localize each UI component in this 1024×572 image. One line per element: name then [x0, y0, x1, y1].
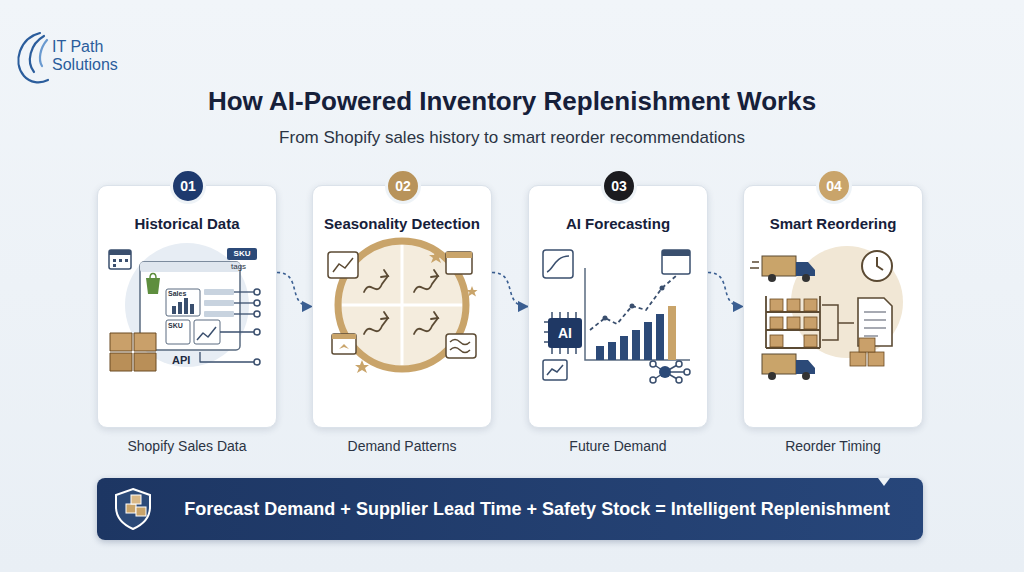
tag-label: SKU — [227, 248, 257, 260]
chip-label: AI — [548, 318, 582, 348]
seasonality-illustration — [328, 241, 478, 373]
step-card: Historical DataShopify Sales Data01 — [97, 185, 277, 428]
step-number: 02 — [395, 178, 411, 194]
step-badge: 01 — [170, 168, 206, 204]
shield-icon — [116, 489, 150, 529]
formula-text: Forecast Demand + Supplier Lead Time + S… — [97, 499, 923, 520]
reorder-illustration — [750, 246, 903, 380]
step-heading: Smart Reordering — [744, 215, 922, 232]
step-badge: 03 — [601, 168, 637, 204]
formula-band: Forecast Demand + Supplier Lead Time + S… — [97, 478, 923, 540]
step-heading: Historical Data — [98, 215, 276, 232]
diagram-caption: From Shopify sales history to smart reor… — [0, 128, 1024, 148]
truck-icon — [762, 354, 815, 380]
step-number: 03 — [611, 178, 627, 194]
step-heading: Seasonality Detection — [313, 215, 491, 232]
flow-arrow — [277, 272, 312, 306]
step-badge: 02 — [385, 168, 421, 204]
step-badge: 04 — [816, 168, 852, 204]
step-subtitle: Shopify Sales Data — [88, 438, 286, 454]
logo-swoosh — [18, 33, 48, 82]
step-subtitle: Reorder Timing — [734, 438, 932, 454]
chart-label: Sales — [168, 290, 198, 297]
tag-label: tags — [231, 262, 257, 271]
chart-label: SKU — [168, 322, 188, 329]
band-notch — [878, 478, 890, 486]
truck-icon — [750, 256, 815, 282]
step-number: 01 — [180, 178, 196, 194]
step-heading: AI Forecasting — [529, 215, 707, 232]
flow-arrow — [492, 272, 528, 306]
logo-text: IT Path Solutions — [52, 38, 132, 75]
step-card: Smart ReorderingReorder Timing04 — [743, 185, 923, 428]
api-label: API — [172, 354, 202, 366]
step-number: 04 — [826, 178, 842, 194]
history-illustration — [109, 243, 260, 371]
step-subtitle: Future Demand — [519, 438, 717, 454]
flow-arrow — [708, 272, 743, 306]
forecast-illustration — [543, 250, 690, 383]
step-card: Seasonality DetectionDemand Patterns02 — [312, 185, 492, 428]
step-card: AI ForecastingFuture Demand03 — [528, 185, 708, 428]
diagram-title: How AI-Powered Inventory Replenishment W… — [0, 86, 1024, 117]
step-subtitle: Demand Patterns — [303, 438, 501, 454]
